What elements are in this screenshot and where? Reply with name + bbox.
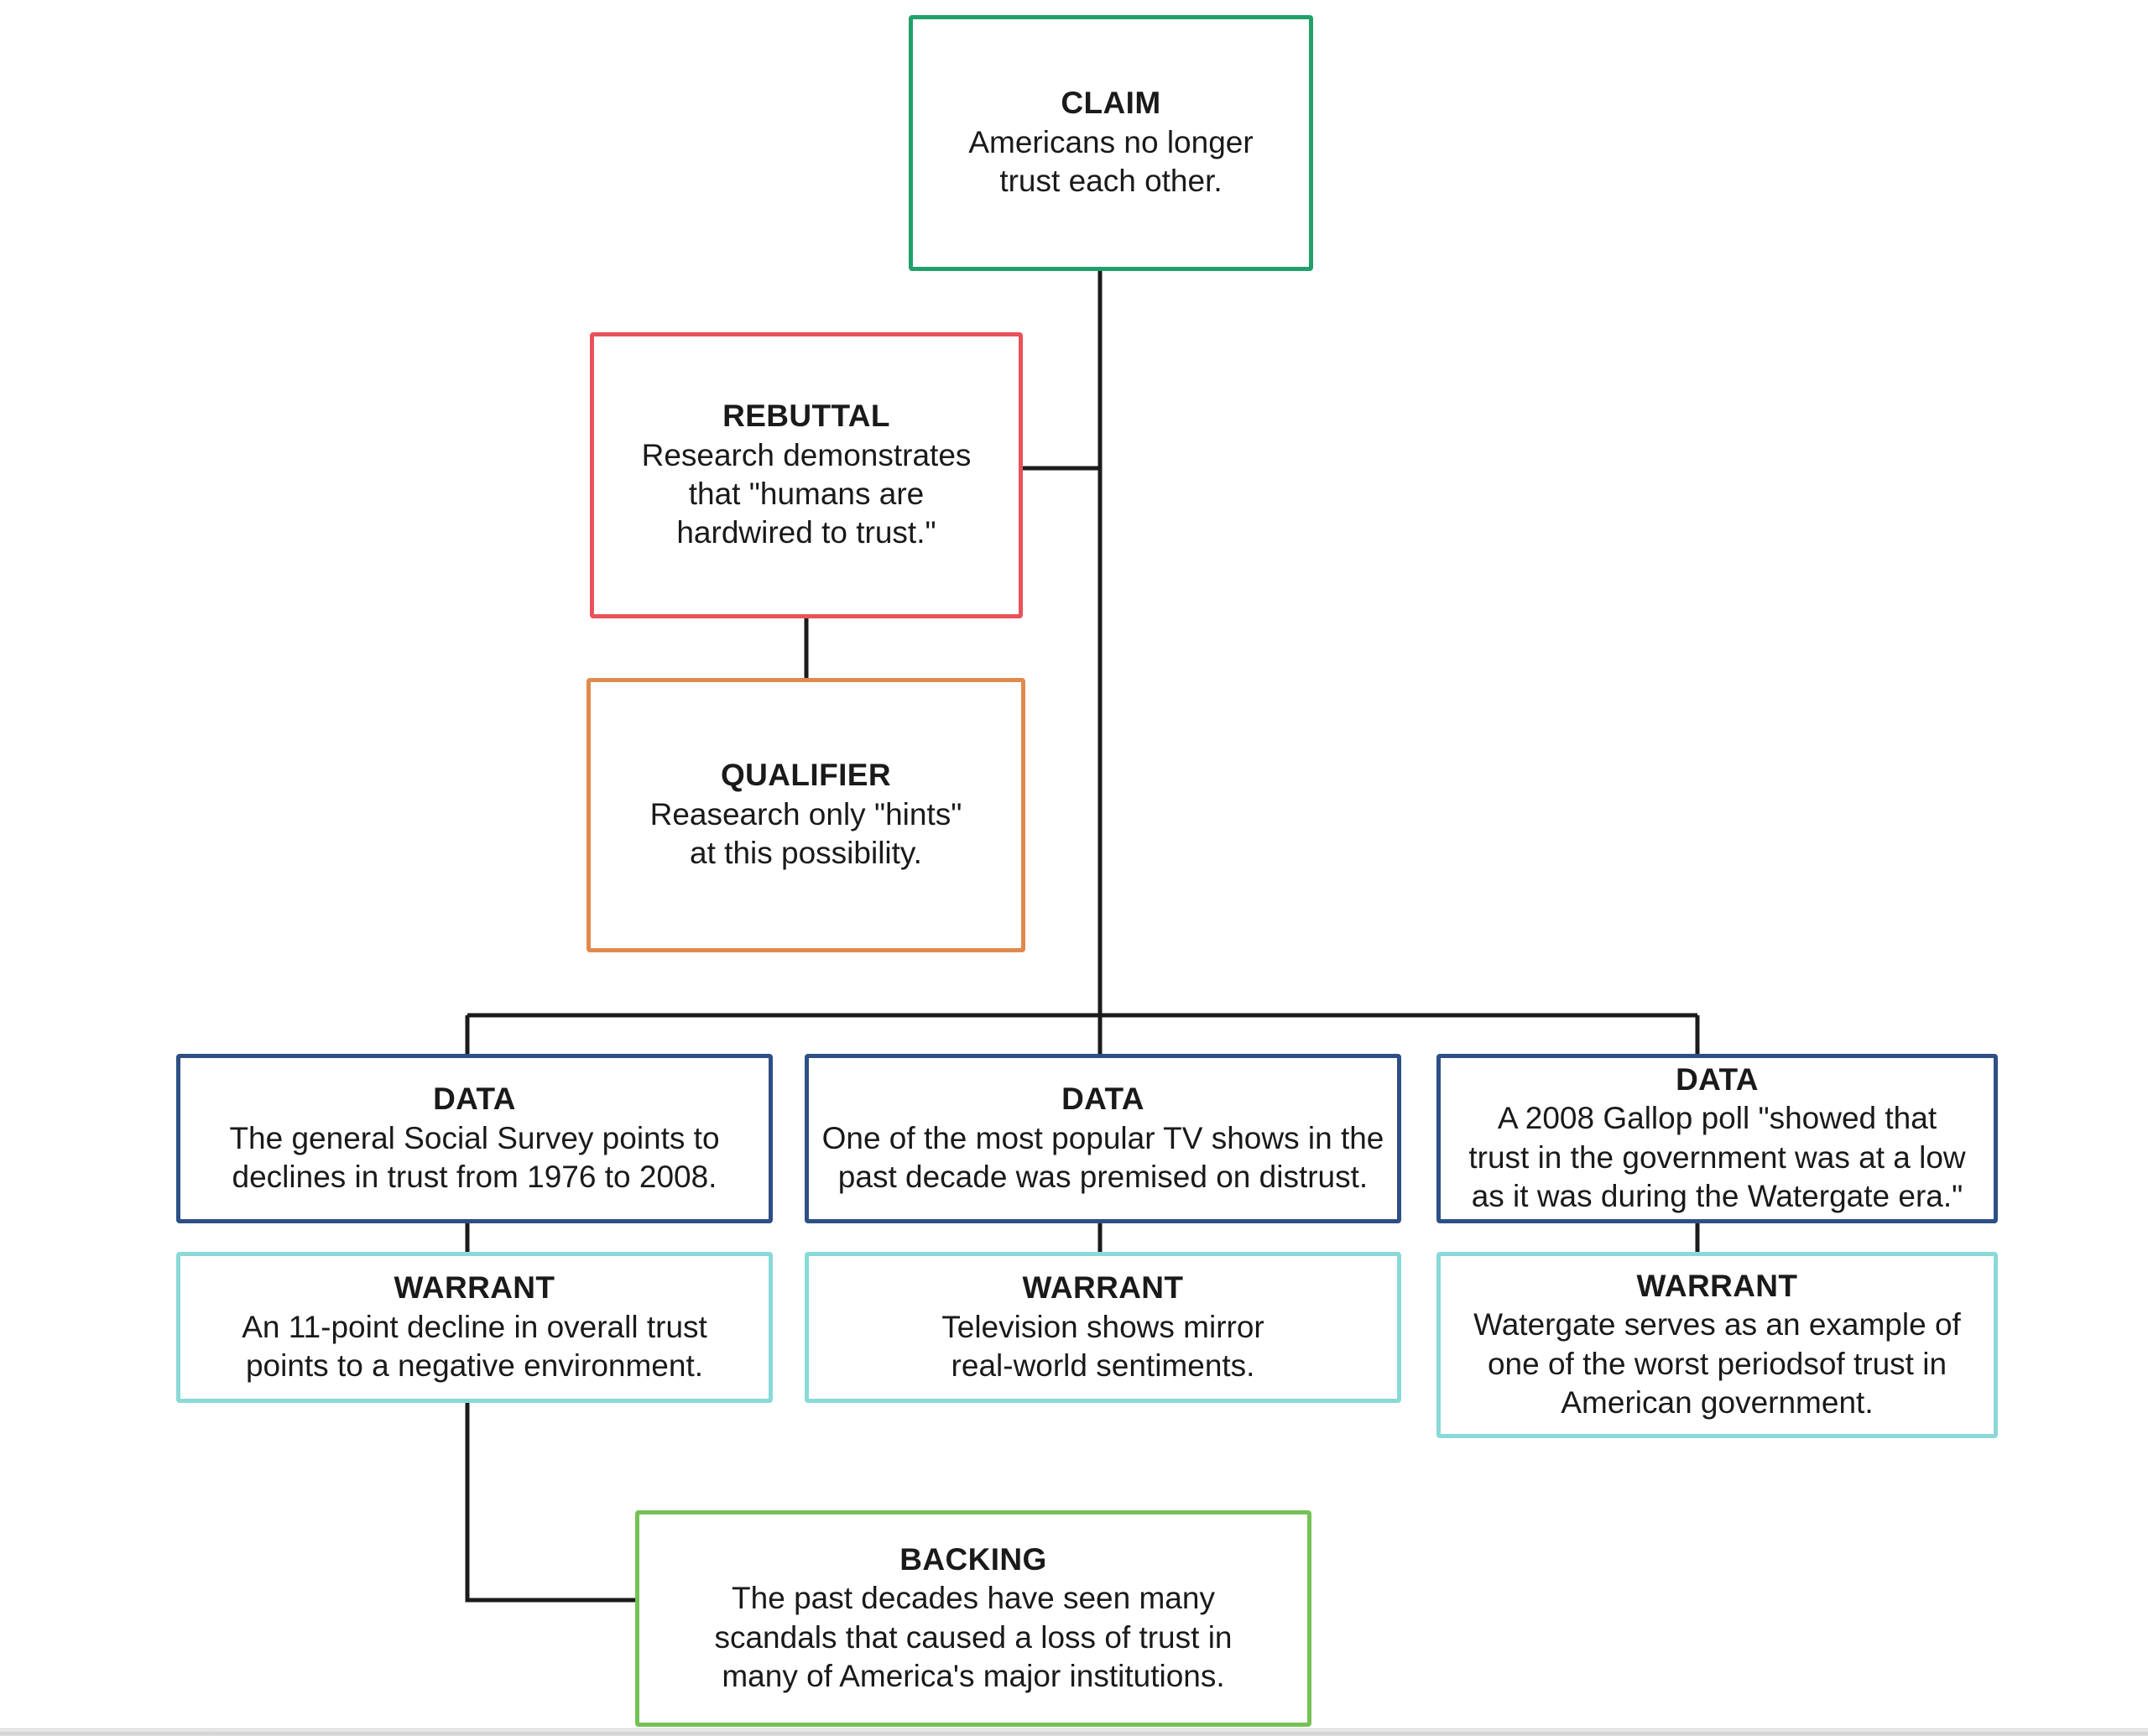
node-text-warrant-2: Television shows mirror real-world senti… — [941, 1309, 1264, 1383]
node-title-qualifier: QUALIFIER — [721, 758, 891, 793]
node-qualifier[interactable]: QUALIFIER Reasearch only "hints" at this … — [587, 678, 1025, 952]
node-data-1[interactable]: DATA The general Social Survey points to … — [176, 1054, 773, 1223]
node-title-backing: BACKING — [899, 1541, 1047, 1577]
node-title-warrant-3: WARRANT — [1636, 1268, 1798, 1303]
node-text-warrant-1: An 11-point decline in overall trust poi… — [242, 1309, 707, 1383]
node-warrant-2[interactable]: WARRANT Television shows mirror real-worl… — [805, 1252, 1401, 1403]
node-text-rebuttal: Research demonstrates that "humans are h… — [641, 437, 972, 550]
node-text-data-2: One of the most popular TV shows in the … — [821, 1120, 1384, 1194]
node-warrant-1[interactable]: WARRANT An 11-point decline in overall tr… — [176, 1252, 773, 1403]
node-title-rebuttal: REBUTTAL — [722, 399, 890, 434]
node-text-backing: The past decades have seen many scandals… — [714, 1581, 1233, 1693]
node-warrant-3[interactable]: WARRANT Watergate serves as an example of… — [1436, 1252, 1998, 1438]
node-title-warrant-2: WARRANT — [1022, 1269, 1184, 1305]
window-bottom-scrollbar[interactable] — [0, 1728, 2148, 1736]
node-title-data-2: DATA — [1061, 1081, 1144, 1116]
node-data-2[interactable]: DATA One of the most popular TV shows in … — [805, 1054, 1401, 1223]
node-title-claim: CLAIM — [1061, 86, 1161, 121]
node-text-claim: Americans no longer trust each other. — [968, 125, 1254, 199]
node-title-warrant-1: WARRANT — [394, 1269, 555, 1305]
node-text-data-1: The general Social Survey points to decl… — [229, 1120, 720, 1194]
node-title-data-3: DATA — [1676, 1061, 1759, 1097]
connector-warrant-1-to-backing — [465, 1403, 635, 1603]
node-backing[interactable]: BACKING The past decades have seen many s… — [635, 1510, 1311, 1727]
node-text-data-3: A 2008 Gallop poll "showed that trust in… — [1468, 1101, 1966, 1213]
node-text-qualifier: Reasearch only "hints" at this possibili… — [649, 797, 962, 871]
node-title-data-1: DATA — [433, 1081, 516, 1116]
node-claim[interactable]: CLAIM Americans no longer trust each othe… — [909, 15, 1313, 271]
node-text-warrant-3: Watergate serves as an example of one of… — [1473, 1307, 1961, 1420]
node-data-3[interactable]: DATA A 2008 Gallop poll "showed that trus… — [1436, 1054, 1998, 1223]
